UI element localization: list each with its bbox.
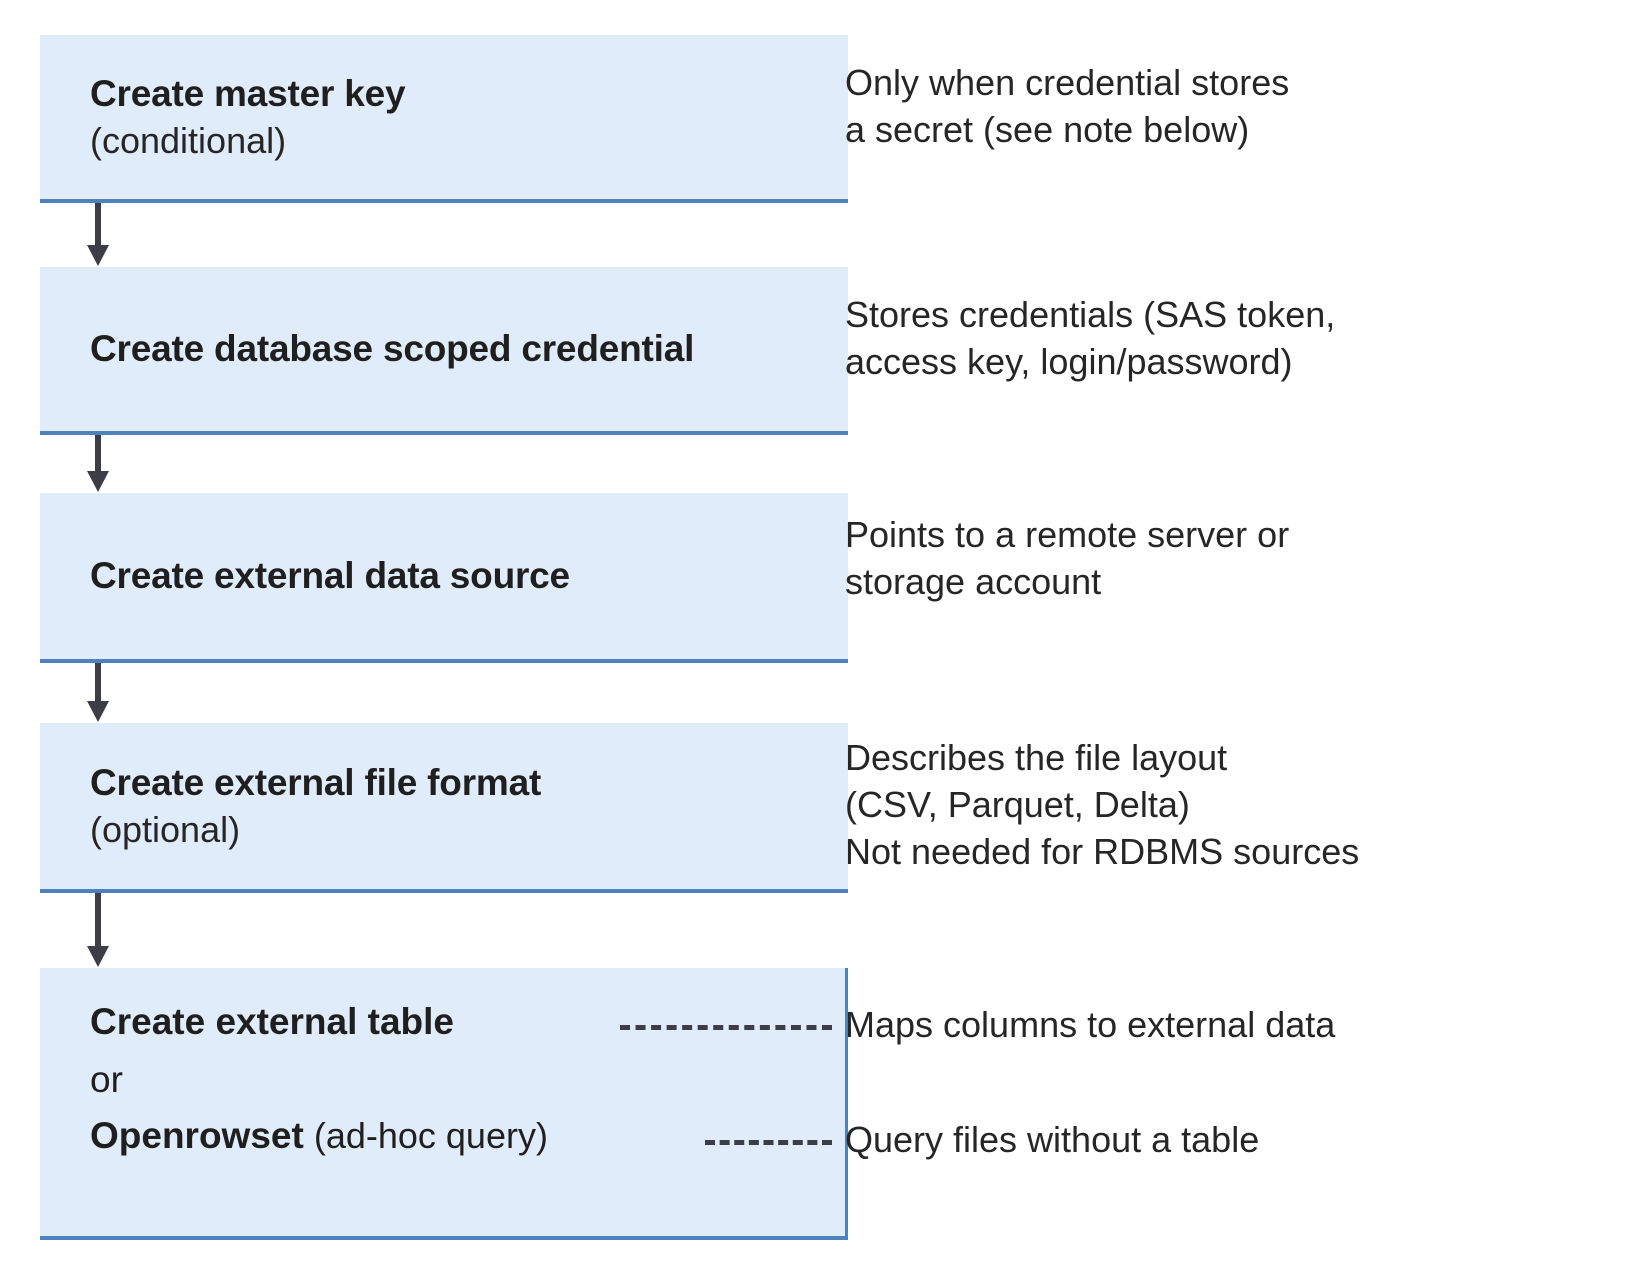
final-step-openrowset-label: Openrowset: [90, 1115, 304, 1157]
step-title: Create external file format: [90, 762, 542, 804]
note-create-external-file-format: Describes the file layout (CSV, Parquet,…: [845, 737, 1360, 872]
step-title: Create external data source: [90, 554, 570, 596]
final-step-create-external-table-label: Create external table: [90, 1001, 455, 1042]
note-create-external-data-source: Points to a remote server or storage acc…: [845, 514, 1290, 602]
step-subtitle: (optional): [90, 808, 241, 850]
step-box-create-external-file-format[interactable]: Create external file format (optional): [40, 723, 848, 893]
dashed-connector-openrowset: [705, 1140, 832, 1145]
step-box-create-database-scoped-credential[interactable]: Create database scoped credential: [40, 267, 848, 435]
final-step-line-1: Create external table: [90, 998, 845, 1046]
arrow-down-icon-3: [85, 663, 111, 723]
step-title: Create master key: [90, 73, 406, 115]
step-box-create-external-table-or-openrowset[interactable]: Create external table or Openrowset (ad-…: [40, 968, 848, 1240]
note-openrowset: Query files without a table: [845, 1119, 1260, 1160]
step-box-create-external-data-source[interactable]: Create external data source: [40, 493, 848, 663]
step-box-create-master-key[interactable]: Create master key (conditional): [40, 35, 848, 203]
step-title: Create database scoped credential: [90, 327, 695, 369]
note-create-external-table: Maps columns to external data: [845, 1004, 1336, 1045]
arrow-down-icon-2: [85, 435, 111, 493]
final-step-line-3: Openrowset (ad-hoc query): [90, 1112, 845, 1160]
final-step-or-label: or: [90, 1059, 123, 1101]
arrow-down-icon-4: [85, 893, 111, 968]
note-create-database-scoped-credential: Stores credentials (SAS token, access ke…: [845, 294, 1336, 382]
dashed-connector-external-table: [620, 1025, 832, 1030]
final-step-openrowset-qualifier: (ad-hoc query): [303, 1115, 548, 1157]
arrow-down-icon-1: [85, 203, 111, 267]
note-create-master-key: Only when credential stores a secret (se…: [845, 62, 1290, 150]
step-subtitle: (conditional): [90, 119, 287, 161]
